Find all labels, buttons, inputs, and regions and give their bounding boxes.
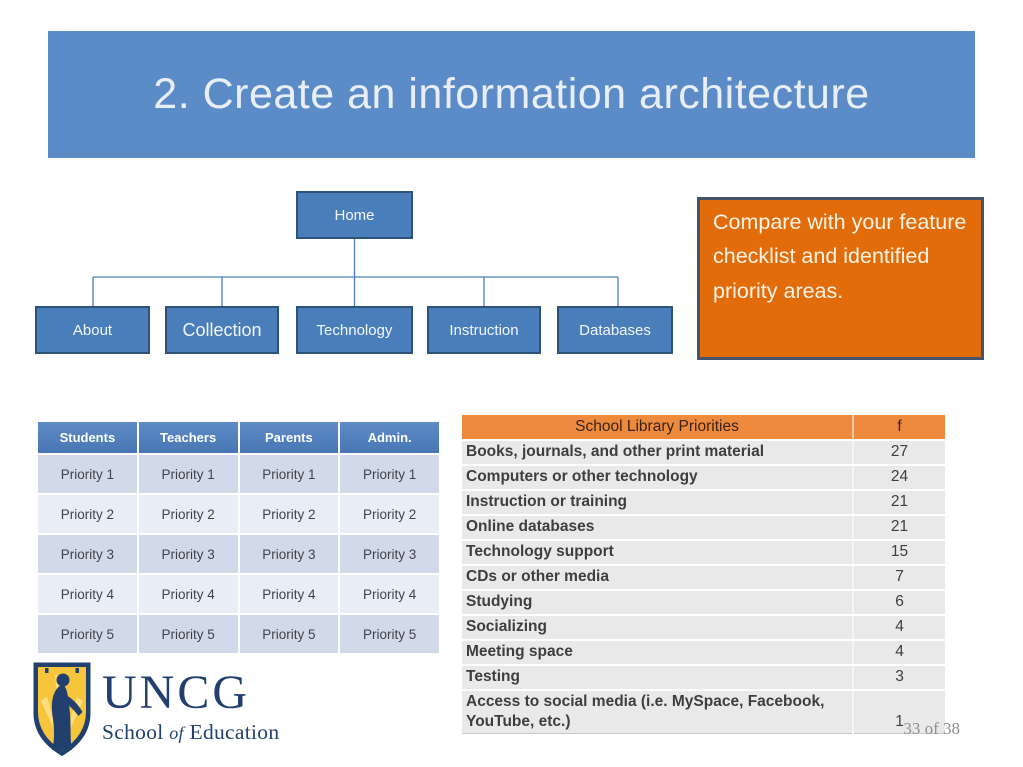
priority-frequency: 3 <box>852 665 945 691</box>
table-cell: Priority 2 <box>38 495 137 533</box>
frequency-column-header: f <box>852 415 945 441</box>
uncg-shield-icon <box>32 661 92 763</box>
column-header-teachers: Teachers <box>138 422 238 453</box>
priority-label: Books, journals, and other print materia… <box>462 440 853 466</box>
page-number: 33 of 38 <box>903 719 960 738</box>
sitemap-node-about: About <box>35 306 150 354</box>
priority-label: Meeting space <box>462 640 853 666</box>
column-header-admin: Admin. <box>340 422 439 453</box>
table-cell: Priority 1 <box>239 455 339 493</box>
table-row: Priority 3 Priority 3 Priority 3 Priorit… <box>38 535 439 573</box>
table-cell: Priority 3 <box>340 535 439 573</box>
table-row: Priority 5 Priority 5 Priority 5 Priorit… <box>38 615 439 653</box>
table-cell: Priority 1 <box>340 455 439 493</box>
library-priorities-table: School Library Priorities f Books, journ… <box>462 415 945 735</box>
education-word: Education <box>189 720 280 744</box>
column-header-parents: Parents <box>239 422 339 453</box>
sitemap-node-technology: Technology <box>296 306 413 354</box>
priority-label: Testing <box>462 665 853 691</box>
table-row: Technology support 15 <box>462 540 945 566</box>
priority-label: Technology support <box>462 540 853 566</box>
table-row: CDs or other media 7 <box>462 565 945 591</box>
table-cell: Priority 5 <box>340 615 439 653</box>
table-cell: Priority 2 <box>138 495 238 533</box>
table-row: Priority 1 Priority 1 Priority 1 Priorit… <box>38 455 439 493</box>
table-cell: Priority 5 <box>138 615 238 653</box>
priority-frequency: 21 <box>852 490 945 516</box>
table-row: Priority 4 Priority 4 Priority 4 Priorit… <box>38 575 439 613</box>
table-cell: Priority 4 <box>239 575 339 613</box>
priority-label: Socializing <box>462 615 853 641</box>
table-cell: Priority 1 <box>38 455 137 493</box>
table-cell: Priority 5 <box>38 615 137 653</box>
priority-label: Instruction or training <box>462 490 853 516</box>
priority-frequency: 1 <box>852 690 945 735</box>
table-header-row: School Library Priorities f <box>462 415 945 441</box>
sitemap-node-collection: Collection <box>165 306 279 354</box>
sitemap-node-instruction: Instruction <box>427 306 541 354</box>
table-row: Computers or other technology 24 <box>462 465 945 491</box>
library-table-title: School Library Priorities <box>462 415 853 441</box>
uncg-school-line: School of Education <box>102 720 279 745</box>
school-word: School <box>102 720 164 744</box>
callout-box: Compare with your feature checklist and … <box>697 197 984 360</box>
priority-frequency: 7 <box>852 565 945 591</box>
sitemap-node-home: Home <box>296 191 413 239</box>
uncg-acronym: UNCG <box>102 666 251 719</box>
uncg-wordmark: UNCG School of Education <box>102 661 279 745</box>
priority-label: Online databases <box>462 515 853 541</box>
table-cell: Priority 2 <box>340 495 439 533</box>
priority-frequency: 27 <box>852 440 945 466</box>
priority-label: Computers or other technology <box>462 465 853 491</box>
stakeholder-priority-table: Students Teachers Parents Admin. Priorit… <box>36 420 441 655</box>
table-cell: Priority 3 <box>138 535 238 573</box>
table-cell: Priority 3 <box>38 535 137 573</box>
table-row: Access to social media (i.e. MySpace, Fa… <box>462 690 945 735</box>
uncg-logo: UNCG School of Education <box>32 661 279 763</box>
priority-frequency: 15 <box>852 540 945 566</box>
slide-title-bar: 2. Create an information architecture <box>48 31 975 158</box>
priority-frequency: 4 <box>852 640 945 666</box>
table-cell: Priority 1 <box>138 455 238 493</box>
of-word: of <box>169 723 184 743</box>
table-cell: Priority 5 <box>239 615 339 653</box>
table-row: Testing 3 <box>462 665 945 691</box>
table-cell: Priority 4 <box>340 575 439 613</box>
priority-frequency: 4 <box>852 615 945 641</box>
priority-frequency: 21 <box>852 515 945 541</box>
table-row: Online databases 21 <box>462 515 945 541</box>
table-row: Socializing 4 <box>462 615 945 641</box>
column-header-students: Students <box>38 422 137 453</box>
table-header-row: Students Teachers Parents Admin. <box>38 422 439 453</box>
table-cell: Priority 3 <box>239 535 339 573</box>
table-cell: Priority 4 <box>38 575 137 613</box>
priority-frequency: 6 <box>852 590 945 616</box>
priority-label: CDs or other media <box>462 565 853 591</box>
table-row: Books, journals, and other print materia… <box>462 440 945 466</box>
table-row: Priority 2 Priority 2 Priority 2 Priorit… <box>38 495 439 533</box>
table-row: Meeting space 4 <box>462 640 945 666</box>
table-row: Studying 6 <box>462 590 945 616</box>
sitemap-node-databases: Databases <box>557 306 673 354</box>
slide-title: 2. Create an information architecture <box>153 70 870 118</box>
callout-text: Compare with your feature checklist and … <box>713 210 967 303</box>
priority-frequency: 24 <box>852 465 945 491</box>
priority-label: Studying <box>462 590 853 616</box>
priority-label: Access to social media (i.e. MySpace, Fa… <box>462 690 853 735</box>
table-row: Instruction or training 21 <box>462 490 945 516</box>
table-cell: Priority 2 <box>239 495 339 533</box>
table-cell: Priority 4 <box>138 575 238 613</box>
